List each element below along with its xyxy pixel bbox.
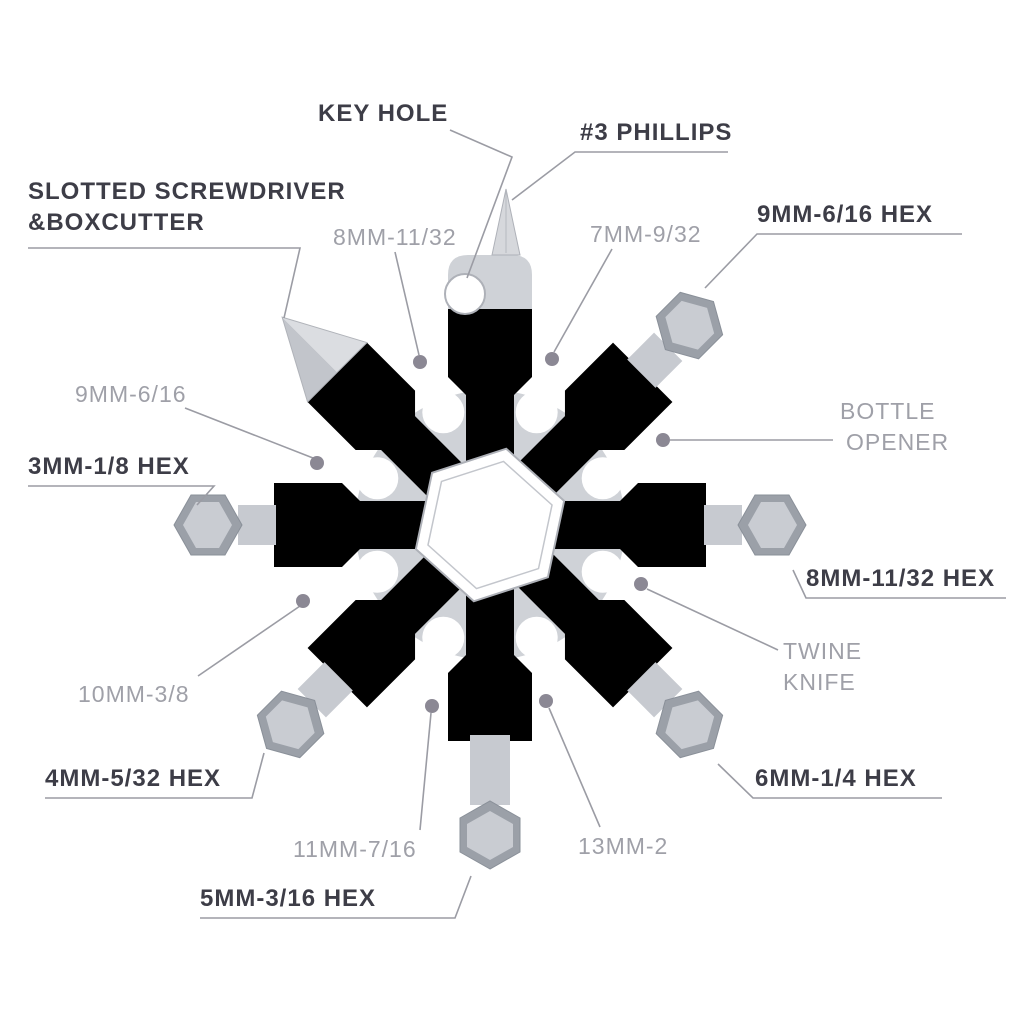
label-4mm-5-32-hex: 4MM-5/32 HEX xyxy=(45,765,222,792)
label-3mm-1-8-hex: 3MM-1/8 HEX xyxy=(28,453,190,480)
anchor-dot-10mm xyxy=(296,594,310,608)
label-10mm-3-8: 10MM-3/8 xyxy=(78,681,190,707)
label-slotted-line2: &BOXCUTTER xyxy=(28,209,205,236)
label-13mm-2: 13MM-2 xyxy=(578,833,669,859)
hex-socket-3mm-icon xyxy=(173,494,277,556)
label-key-hole: KEY HOLE xyxy=(318,100,449,127)
label-bottle-line2: OPENER xyxy=(846,429,950,455)
leader-13mm xyxy=(548,707,601,828)
leader-5mm-hex xyxy=(200,875,472,919)
anchor-dot-twine-knife xyxy=(634,577,648,591)
label-9mm-6-16-hex: 9MM-6/16 HEX xyxy=(757,201,934,228)
leader-8mm-11-32 xyxy=(394,251,420,356)
leader-10mm xyxy=(197,605,301,677)
label-phillips: #3 PHILLIPS xyxy=(580,119,733,146)
label-5mm-3-16-hex: 5MM-3/16 HEX xyxy=(200,885,377,912)
leader-4mm-hex xyxy=(45,752,265,799)
anchor-dot-7mm-9-32 xyxy=(545,352,559,366)
center-hex-hole xyxy=(414,447,566,603)
label-twine-line1: TWINE xyxy=(783,638,863,664)
anchor-dot-11mm xyxy=(425,699,439,713)
snowflake-tool xyxy=(173,188,807,870)
key-hole-cutout xyxy=(444,273,486,315)
anchor-dot-8mm-11-32 xyxy=(413,355,427,369)
label-8mm-11-32-hex: 8MM-11/32 HEX xyxy=(806,565,996,592)
leader-phillips xyxy=(511,151,728,201)
leader-7mm-9-32 xyxy=(553,248,613,353)
label-slotted-line1: SLOTTED SCREWDRIVER xyxy=(28,178,346,205)
label-11mm-7-16: 11MM-7/16 xyxy=(293,836,417,862)
leader-6mm-hex xyxy=(717,763,942,799)
label-6mm-1-4-hex: 6MM-1/4 HEX xyxy=(755,765,917,792)
hex-socket-5mm-icon xyxy=(459,735,521,870)
anchor-dots xyxy=(296,352,670,713)
anchor-dot-bottle-opener xyxy=(656,433,670,447)
hex-socket-8mm-icon xyxy=(703,494,807,556)
label-bottle-line1: BOTTLE xyxy=(840,398,936,424)
label-8mm-11-32: 8MM-11/32 xyxy=(333,224,457,250)
leader-9mm-hex xyxy=(704,233,962,289)
label-bottle-opener: BOTTLE OPENER xyxy=(840,396,949,458)
label-9mm-6-16: 9MM-6/16 xyxy=(75,381,187,407)
leader-slotted xyxy=(28,247,302,319)
leader-8mm-hex xyxy=(792,569,1006,599)
keyhole-cap xyxy=(444,188,532,315)
label-twine-knife: TWINE KNIFE xyxy=(783,636,862,698)
leader-11mm xyxy=(419,712,432,831)
leader-twine-knife xyxy=(646,588,779,651)
label-twine-line2: KNIFE xyxy=(783,669,856,695)
label-7mm-9-32: 7MM-9/32 xyxy=(590,221,702,247)
blade-tip-icon xyxy=(281,316,368,403)
leader-9mm xyxy=(184,407,314,459)
leader-3mm-hex xyxy=(28,485,216,506)
label-slotted-screwdriver: SLOTTED SCREWDRIVER &BOXCUTTER xyxy=(28,176,346,238)
leader-lines xyxy=(28,129,1006,919)
anchor-dot-9mm xyxy=(310,456,324,470)
anchor-dot-13mm xyxy=(539,694,553,708)
wrench-notches xyxy=(356,391,624,659)
leader-key-hole xyxy=(449,129,514,279)
